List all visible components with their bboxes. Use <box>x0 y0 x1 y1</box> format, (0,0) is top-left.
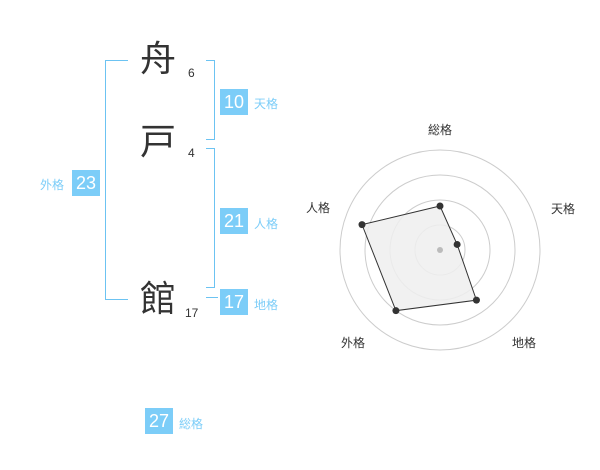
soukaku-label: 総格 <box>179 417 204 431</box>
stroke-count-2: 4 <box>188 146 195 160</box>
axis-label-tenkaku: 天格 <box>551 201 575 216</box>
radar-point <box>453 240 461 248</box>
radar-point <box>392 307 400 315</box>
axis-label-chikaku: 地格 <box>512 335 536 350</box>
chikaku-label: 地格 <box>254 298 279 312</box>
tenkaku-score: 10 <box>220 89 248 115</box>
radar-point <box>436 202 444 210</box>
gaikaku-bracket <box>105 60 128 300</box>
gaikaku-label: 外格 <box>40 178 65 192</box>
stroke-count-3: 17 <box>185 306 199 320</box>
gaikaku-score: 23 <box>72 170 100 196</box>
jinkaku-label: 人格 <box>254 217 279 231</box>
stroke-count-1: 6 <box>188 66 195 80</box>
name-char-3: 館 <box>140 279 177 320</box>
name-char-2: 戸 <box>140 122 177 163</box>
radar-point <box>472 296 480 304</box>
name-char-1: 舟 <box>140 39 177 80</box>
radar-ring <box>364 174 516 326</box>
tenkaku-label: 天格 <box>254 97 279 111</box>
chikaku-connector <box>206 297 218 298</box>
axis-label-soukaku: 総格 <box>428 122 452 137</box>
radar-ring <box>339 149 541 351</box>
chikaku-score: 17 <box>220 289 248 315</box>
jinkaku-bracket <box>206 148 215 288</box>
axis-label-jinkaku: 人格 <box>306 200 330 215</box>
axis-label-gaikaku: 外格 <box>341 335 365 350</box>
radar-center <box>437 247 443 253</box>
jinkaku-score: 21 <box>220 208 248 234</box>
soukaku-score: 27 <box>145 408 173 434</box>
radar-polygon <box>361 205 478 312</box>
tenkaku-bracket <box>206 60 215 140</box>
radar-point <box>358 221 366 229</box>
